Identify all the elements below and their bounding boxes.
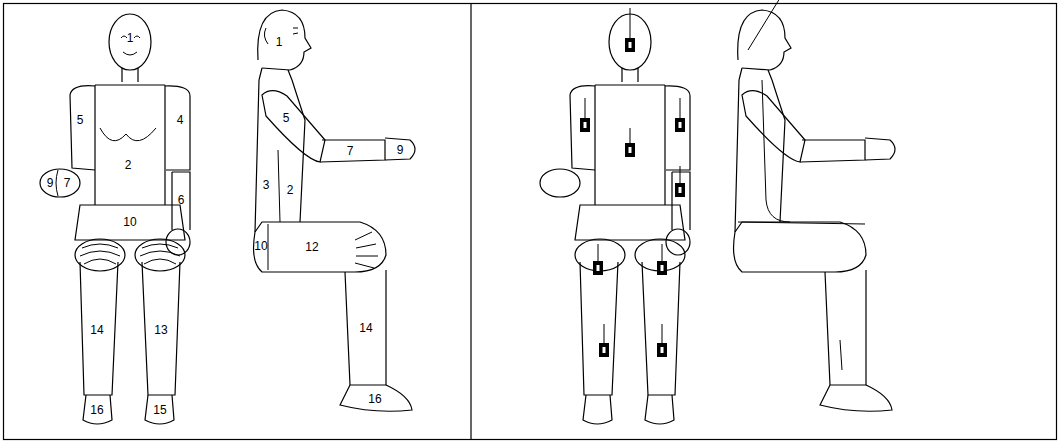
callout-number: 7 [64, 177, 71, 189]
callout-number: 2 [125, 159, 132, 171]
callout-number: 2 [287, 184, 294, 196]
callout-number: 5 [77, 114, 84, 126]
front-figure-numbered [40, 14, 190, 424]
callout-number: 12 [305, 241, 318, 253]
callout-number: 1 [276, 36, 283, 48]
callout-number: 10 [254, 240, 267, 252]
callout-number: 13 [154, 324, 167, 336]
callout-number: 9 [397, 144, 404, 156]
callout-number: 4 [177, 114, 184, 126]
front-figure-sensors [540, 8, 690, 424]
callout-number: 3 [263, 179, 270, 191]
side-figure-numbered [254, 10, 415, 411]
callout-number: 15 [153, 404, 166, 416]
callout-number: 1 [127, 32, 134, 44]
callout-number: 14 [90, 324, 103, 336]
panel-frame [4, 4, 1057, 440]
callout-number: 9 [47, 177, 54, 189]
callout-number: 16 [90, 404, 103, 416]
callout-number: 10 [123, 216, 136, 228]
callout-number: 14 [359, 322, 372, 334]
callout-number: 16 [368, 393, 381, 405]
callout-number: 6 [178, 194, 185, 206]
callout-number: 5 [283, 112, 290, 124]
callout-number: 7 [347, 145, 354, 157]
side-figure-sensors [734, 0, 895, 411]
